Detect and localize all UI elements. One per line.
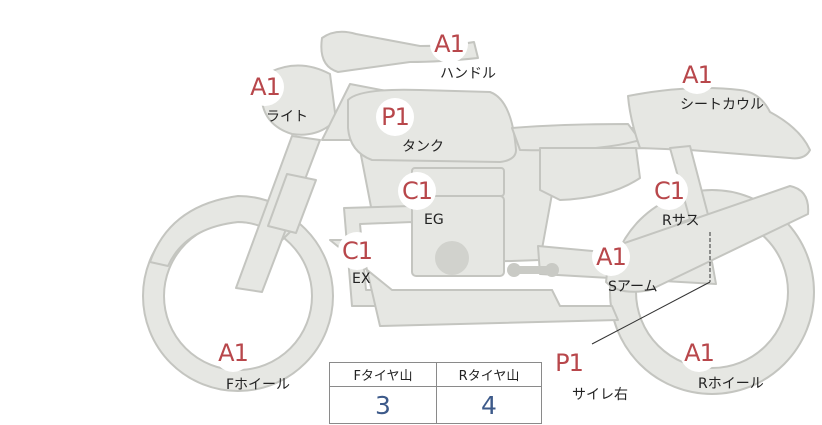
part-label-rear-suspension: Rサス: [662, 213, 700, 229]
grade-badge-light: A1: [246, 68, 284, 106]
part-label-exhaust: EX: [352, 271, 371, 287]
seat-cowl-shape: [627, 87, 811, 160]
grade-badge-exhaust: C1: [338, 232, 376, 270]
handlebar-shape: [320, 30, 479, 73]
part-label-front-wheel: Fホイール: [226, 377, 291, 393]
grade-badge-rear-suspension: C1: [650, 172, 688, 210]
part-label-seat-cowl: シートカウル: [680, 97, 764, 113]
part-label-rear-wheel: Rホイール: [698, 376, 764, 392]
grade-badge-handle: A1: [430, 25, 468, 63]
grade-badge-seat-cowl: A1: [678, 56, 716, 94]
part-label-handle: ハンドル: [440, 66, 496, 82]
grade-badge-front-wheel: A1: [214, 334, 252, 372]
part-label-engine: EG: [424, 212, 444, 228]
part-label-silencer-right: サイレ右: [572, 387, 628, 403]
front-tread-value: 3: [375, 391, 391, 420]
part-label-tank: タンク: [402, 139, 444, 155]
tire-tread-table: Fタイヤ山 Rタイヤ山 3 4: [329, 362, 542, 424]
rear-tread-header: Rタイヤ山: [437, 363, 541, 387]
grade-badge-silencer-right: P1: [550, 344, 588, 382]
silencer-pointer: [591, 281, 711, 345]
rear-tread-value: 4: [481, 391, 497, 420]
part-label-light: ライト: [266, 109, 308, 125]
grade-badge-engine: C1: [398, 172, 436, 210]
table-divider: [436, 363, 437, 423]
front-tread-header: Fタイヤ山: [330, 363, 436, 387]
part-label-swingarm: Sアーム: [608, 279, 658, 295]
grade-badge-rear-wheel: A1: [680, 334, 718, 372]
grade-badge-tank: P1: [376, 98, 414, 136]
silencer-shape: [605, 185, 810, 293]
grade-badge-swingarm: A1: [592, 238, 630, 276]
